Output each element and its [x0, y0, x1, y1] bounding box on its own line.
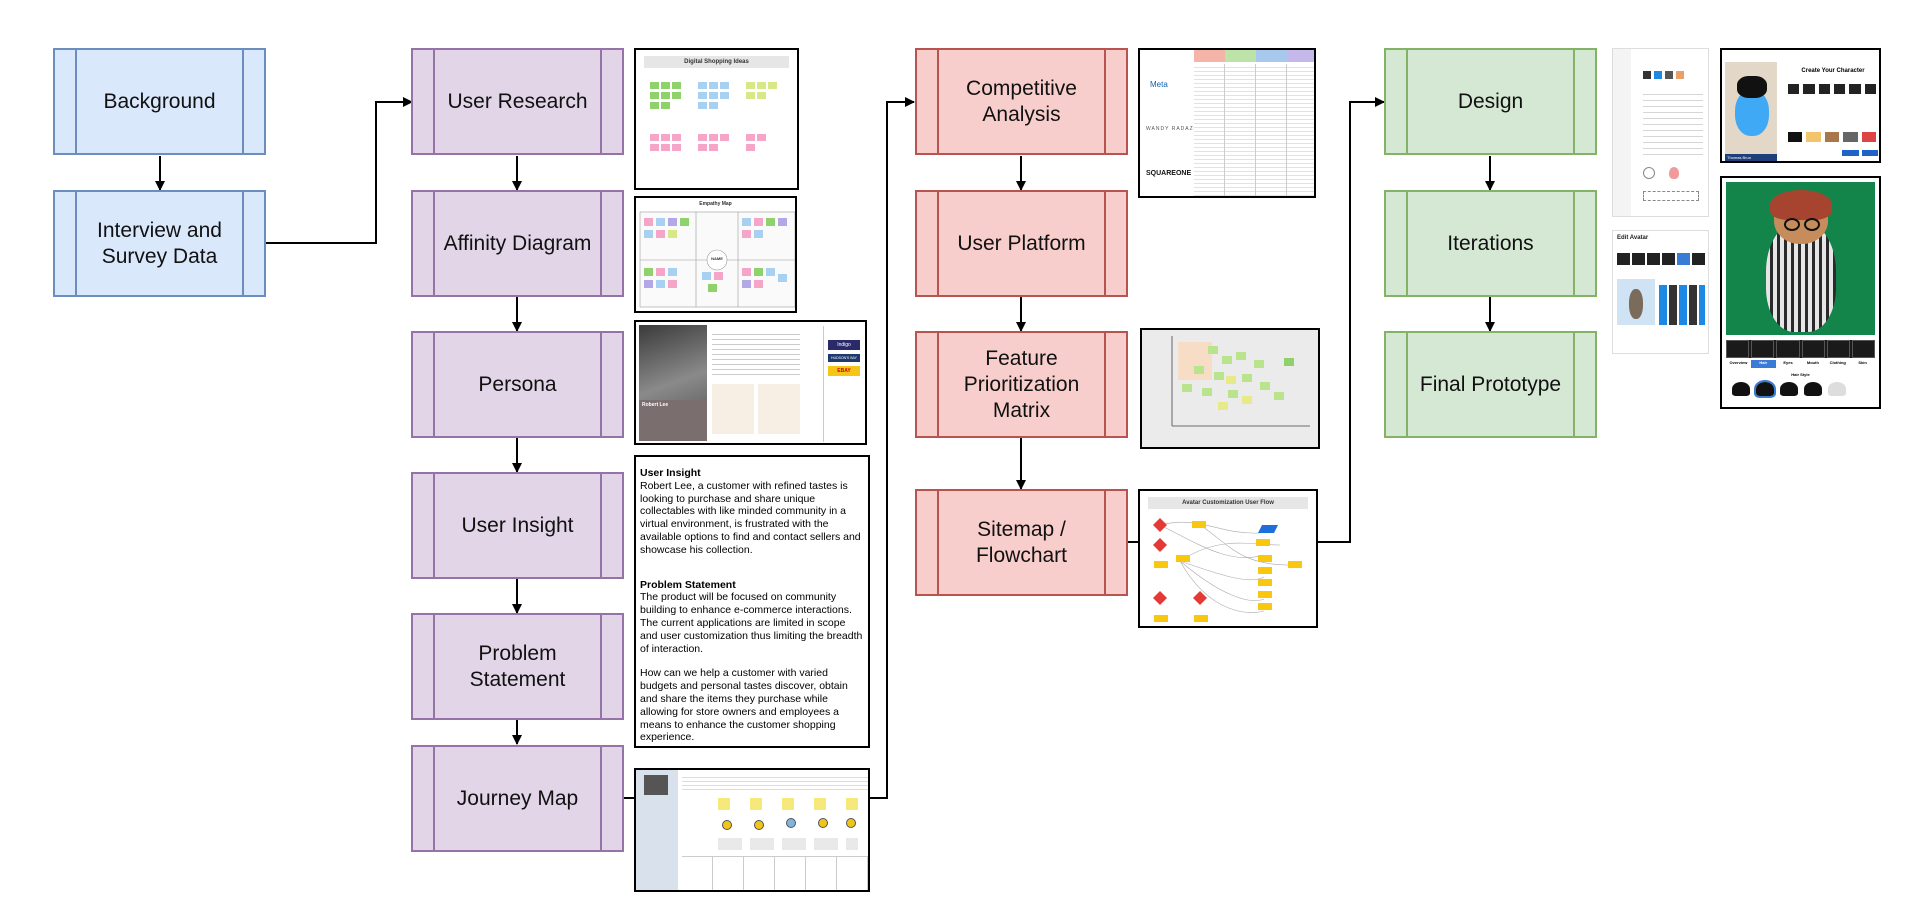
problem-statement-node[interactable]: Problem Statement: [411, 613, 624, 720]
user-research-label: User Research: [447, 89, 588, 113]
character-user-tag: Thomas Brun: [1725, 154, 1777, 161]
edit-avatar-swatches: [1659, 285, 1705, 325]
final-prototype-node[interactable]: Final Prototype: [1384, 331, 1597, 438]
edit-avatar-thumbnail: Edit Avatar: [1612, 230, 1709, 354]
edit-avatar-icons: [1617, 253, 1705, 265]
hair-style-options: [1732, 380, 1868, 400]
prioritization-matrix-thumbnail: [1140, 328, 1320, 449]
user-flow-title: Avatar Customization User Flow: [1148, 497, 1308, 509]
background-label: Background: [103, 89, 216, 113]
sitemap-label: Sitemap / Flowchart: [975, 517, 1068, 567]
interview-label: Interview and Survey Data: [97, 218, 222, 268]
competitor-meta: Meta: [1150, 80, 1168, 89]
brand-indigo: Indigo: [828, 340, 860, 350]
research-board-thumbnail: Digital Shopping Ideas: [634, 48, 799, 190]
affinity-diagram-label: Affinity Diagram: [443, 231, 592, 255]
affinity-map-title: Empathy Map: [699, 201, 732, 207]
iterations-label: Iterations: [1447, 231, 1534, 255]
affinity-map-center: NAME: [711, 256, 723, 261]
tab-clothing: Clothing: [1829, 360, 1846, 365]
journey-avatar: [644, 775, 668, 795]
journey-footer: [682, 856, 868, 890]
user-research-node[interactable]: User Research: [411, 48, 624, 155]
design-lines: [1643, 89, 1703, 159]
tab-skin: Skin: [1858, 360, 1867, 365]
feature-matrix-label: Feature Prioritization Matrix: [963, 346, 1080, 422]
character-panel-title: Create Your Character: [1801, 68, 1865, 74]
brand-ebay: EBAY: [828, 366, 860, 376]
tab-mouth: Mouth: [1806, 360, 1819, 365]
competitor-wandy: WANDY RADAZO: [1146, 126, 1199, 132]
user-platform-node[interactable]: User Platform: [915, 190, 1128, 297]
journey-header: [682, 774, 868, 792]
persona-goals-box: [712, 384, 754, 434]
feature-matrix-node[interactable]: Feature Prioritization Matrix: [915, 331, 1128, 438]
iterations-node[interactable]: Iterations: [1384, 190, 1597, 297]
persona-about-lines: [712, 330, 800, 378]
character-avatar-panel: [1725, 62, 1777, 154]
insight-problem-textbox: User Insight Robert Lee, a customer with…: [634, 455, 870, 748]
journey-map-thumbnail: [634, 768, 870, 892]
competitive-table-thumbnail: Meta WANDY RADAZO SQUAREONE: [1138, 48, 1316, 198]
problem-body: The product will be focused on community…: [640, 591, 863, 655]
persona-node[interactable]: Persona: [411, 331, 624, 438]
create-character-thumbnail: Thomas Brun Create Your Character: [1720, 48, 1881, 163]
problem-statement-label: Problem Statement: [469, 641, 566, 691]
how-might-we-body: How can we help a customer with varied b…: [640, 667, 848, 744]
research-board-title: Digital Shopping Ideas: [644, 56, 789, 68]
tab-overview: Overview: [1729, 360, 1748, 365]
brand-hudsons-bay: HUDSON'S BAY: [828, 354, 860, 362]
character-buttons: [1842, 150, 1878, 156]
design-iteration-thumbnail: [1612, 48, 1709, 217]
tab-hair: Hair: [1750, 360, 1776, 368]
final-avatar-icon-bar: [1726, 340, 1876, 358]
final-avatar-tabs: Overview Hair Eyes Mouth Clothing Skin: [1726, 360, 1875, 368]
journey-map-label: Journey Map: [456, 786, 579, 810]
user-flow-thumbnail: Avatar Customization User Flow: [1138, 489, 1318, 628]
final-prototype-label: Final Prototype: [1419, 372, 1562, 396]
user-platform-label: User Platform: [957, 231, 1086, 255]
competitive-analysis-label: Competitive Analysis: [966, 76, 1077, 126]
interview-node[interactable]: Interview and Survey Data: [53, 190, 266, 297]
final-avatar-canvas: [1726, 182, 1875, 335]
persona-label: Persona: [478, 372, 557, 396]
design-sidebar: [1613, 49, 1631, 216]
competitive-header-row: [1194, 50, 1314, 62]
tab-eyes: Eyes: [1783, 360, 1793, 365]
design-shapes: [1643, 167, 1703, 207]
sticky-notes-cluster: [650, 82, 790, 182]
problem-heading: Problem Statement: [640, 578, 736, 591]
persona-challenges-box: [758, 384, 800, 434]
user-insight-label: User Insight: [461, 513, 574, 537]
background-node[interactable]: Background: [53, 48, 266, 155]
persona-brands-panel: Indigo HUDSON'S BAY EBAY: [823, 326, 864, 442]
character-color-swatches: [1788, 132, 1877, 142]
character-option-icons: [1788, 84, 1876, 94]
sitemap-node[interactable]: Sitemap / Flowchart: [915, 489, 1128, 596]
competitor-squareone: SQUAREONE: [1146, 170, 1192, 177]
journey-rows: [682, 796, 868, 852]
competitive-cells: [1194, 64, 1314, 196]
user-flow-chart: [1153, 518, 1302, 622]
persona-name: Robert Lee: [642, 402, 669, 408]
persona-name-plate: [639, 400, 707, 441]
edit-avatar-title: Edit Avatar: [1617, 235, 1649, 241]
insight-heading: User Insight: [640, 467, 701, 479]
persona-thumbnail: Robert Lee Indigo HUDSON'S BAY EBAY: [634, 320, 867, 445]
matrix-chart: [1142, 330, 1318, 447]
hair-style-label: Hair Style: [1791, 372, 1810, 377]
competitive-analysis-node[interactable]: Competitive Analysis: [915, 48, 1128, 155]
affinity-map-grid: [639, 211, 795, 308]
design-label: Design: [1457, 89, 1524, 113]
affinity-diagram-node[interactable]: Affinity Diagram: [411, 190, 624, 297]
user-insight-node[interactable]: User Insight: [411, 472, 624, 579]
final-avatar-thumbnail: Overview Hair Eyes Mouth Clothing Skin H…: [1720, 176, 1881, 409]
design-swatches: [1643, 71, 1703, 81]
affinity-map-thumbnail: Empathy Map NAME: [634, 196, 797, 313]
edit-avatar-preview: [1617, 279, 1655, 325]
insight-body: Robert Lee, a customer with refined tast…: [640, 479, 861, 556]
arrow-interview-research: [266, 97, 413, 244]
design-node[interactable]: Design: [1384, 48, 1597, 155]
journey-map-node[interactable]: Journey Map: [411, 745, 624, 852]
